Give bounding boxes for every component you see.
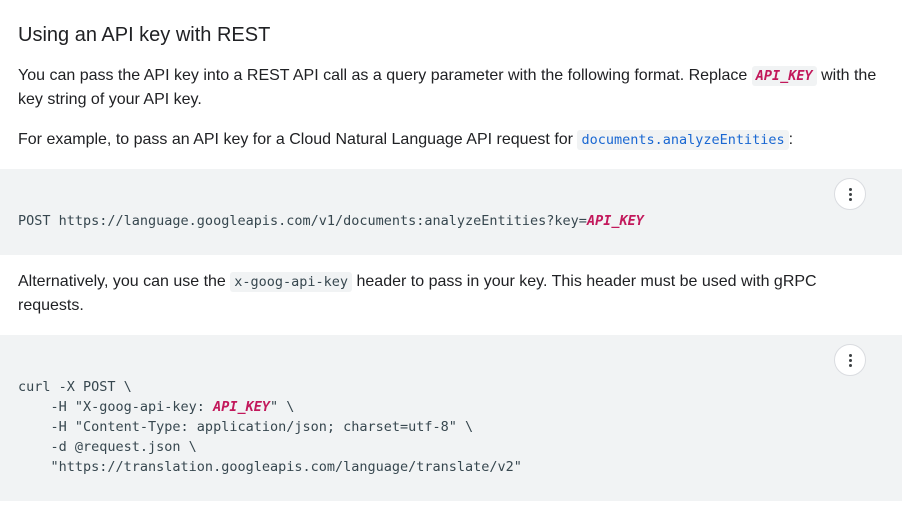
code-line: -H "Content-Type: application/json; char… [18,419,474,435]
code-text: POST https://language.googleapis.com/v1/… [18,211,644,231]
api-key-placeholder: API_KEY [751,66,817,86]
api-key-placeholder: API_KEY [586,213,644,229]
code-line: -d @request.json \ [18,439,197,455]
analyze-entities-link[interactable]: documents.analyzeEntities [577,130,789,150]
paragraph-text: Alternatively, you can use the [18,273,231,290]
code-block-curl: curl -X POST \ -H "X-goog-api-key: API_K… [0,335,902,501]
paragraph-text: with the key string of your API key. [18,67,877,108]
paragraph-text: header to pass in your key. This header … [18,273,817,314]
code-text: curl -X POST \ -H "X-goog-api-key: API_K… [18,377,522,477]
paragraph-text: : [788,131,794,148]
header-name-code: x-goog-api-key [230,272,353,292]
paragraph-example: For example, to pass an API key for a Cl… [18,128,886,152]
more-vert-icon [848,187,852,201]
code-menu-button[interactable] [834,178,866,210]
code-line: "https://translation.googleapis.com/lang… [18,459,522,475]
paragraph-query-param: You can pass the API key into a REST API… [18,64,886,112]
code-line: POST https://language.googleapis.com/v1/… [18,213,587,229]
section-heading: Using an API key with REST [18,24,271,46]
paragraph-header-alternative: Alternatively, you can use the x-goog-ap… [18,270,886,318]
paragraph-text: For example, to pass an API key for a Cl… [18,131,578,148]
api-key-placeholder: API_KEY [213,399,270,415]
code-block-post: POST https://language.googleapis.com/v1/… [0,169,902,255]
code-line: " \ [269,399,295,415]
code-menu-button[interactable] [834,344,866,376]
more-vert-icon [848,353,852,367]
code-line: -H "X-goog-api-key: [18,399,214,415]
code-line: curl -X POST \ [18,379,132,395]
paragraph-text: You can pass the API key into a REST API… [18,67,752,84]
